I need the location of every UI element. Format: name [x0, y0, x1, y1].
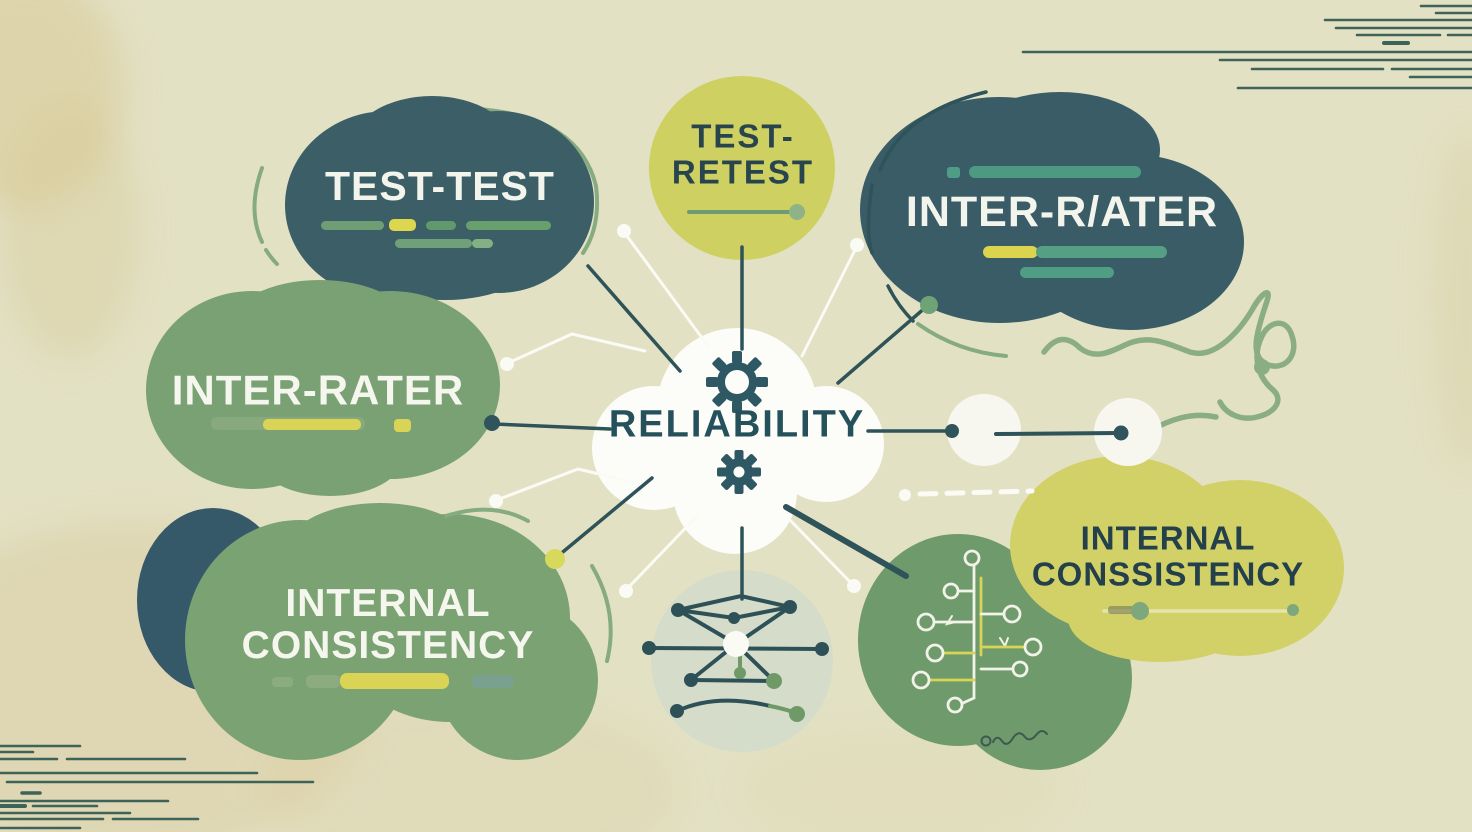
node-blob-inter-rater-right	[860, 90, 1244, 358]
arc-accents-top-left	[252, 166, 279, 266]
node-label-inter-rater-right: INTER-R/ATER	[905, 187, 1219, 236]
speed-lines-bottom-left	[0, 744, 315, 830]
node-label-test-retest: TEST- RETEST	[672, 118, 814, 189]
node-label-line: CONSSISTENCY	[1031, 555, 1305, 592]
speed-lines-top-right	[1021, 4, 1472, 90]
node-label-internal-consistency-right: INTERNAL CONSSISTENCY	[1032, 520, 1304, 591]
placeholder-text-bars	[321, 219, 551, 248]
node-label-line: INTERNAL	[1080, 519, 1256, 557]
gear-solid-icon	[717, 450, 761, 494]
node-label-internal-consistency-left: INTERNAL CONSISTENCY	[241, 581, 535, 667]
node-label-line: INTERNAL	[285, 581, 491, 625]
node-label-line: TEST-	[691, 117, 795, 155]
center-label-reliability: RELIABILITY	[608, 403, 866, 446]
signature-scribble	[980, 730, 1048, 747]
node-blob-internal-consistency-left	[137, 503, 613, 760]
circuit-tree-motif	[911, 549, 1043, 714]
node-blob-internal-consistency-right	[1010, 456, 1344, 662]
placeholder-text-bars	[947, 166, 1167, 278]
chalk-circles	[947, 394, 1162, 466]
connector-white-dots	[489, 224, 911, 598]
gear-outline-icon	[706, 351, 768, 413]
connectors-dark	[492, 245, 1120, 601]
placeholder-text-bars	[272, 673, 514, 689]
node-blob-test-test	[285, 96, 600, 300]
slider-accent	[687, 204, 805, 220]
node-label-line: RETEST	[671, 153, 815, 190]
slider-accent	[1102, 602, 1299, 620]
node-label-line: CONSISTENCY	[241, 624, 535, 667]
placeholder-text-bars	[211, 417, 411, 432]
node-circle-test-retest	[649, 76, 835, 260]
arc-accents-internal-consistency	[444, 507, 613, 663]
node-label-inter-rater-left: INTER-RATER	[171, 366, 465, 414]
node-label-test-test: TEST-TEST	[325, 162, 555, 209]
network-nodes-motif	[642, 570, 833, 752]
node-blob-inter-rater-left	[146, 280, 500, 496]
connectors-white	[495, 230, 1035, 592]
connector-endpoint-dots	[484, 296, 1129, 569]
